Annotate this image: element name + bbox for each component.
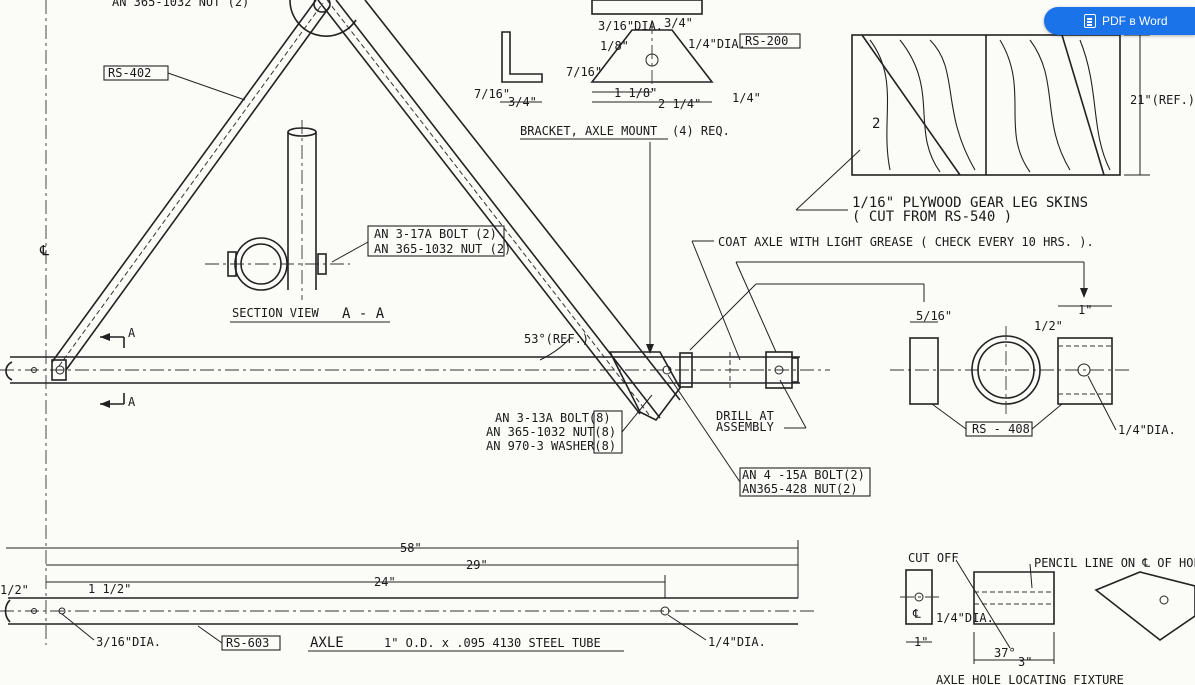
svg-text:3/16"DIA.: 3/16"DIA. [598, 19, 663, 33]
axle-tube-assembly [0, 351, 830, 422]
dim-3-16-axle: 3/16"DIA. [96, 635, 161, 649]
svg-text:AN365-428 NUT(2): AN365-428 NUT(2) [742, 482, 858, 496]
gear-leg-right [317, 0, 681, 419]
axle-hole-fixture: ℄ 1/4"DIA. 1" CUT OFF 37° 3" PENCIL LINE… [900, 551, 1195, 685]
document-icon [1084, 14, 1096, 28]
grease-note: COAT AXLE WITH LIGHT GREASE ( CHECK EVER… [718, 235, 1094, 249]
svg-text:1/4": 1/4" [732, 91, 761, 105]
part-rs408: RS - 408 [972, 422, 1030, 436]
plywood-title-1: 1/16" PLYWOOD GEAR LEG SKINS [852, 195, 1088, 211]
svg-text:AN 970-3 WASHER(8): AN 970-3 WASHER(8) [486, 439, 616, 453]
section-arrow-label-top: A [128, 326, 136, 340]
svg-text:ASSEMBLY: ASSEMBLY [716, 420, 775, 434]
svg-text:CUT OFF: CUT OFF [908, 551, 959, 565]
svg-text:37°: 37° [994, 646, 1016, 660]
bolt-note-an3-13: AN 3-13A BOLT(8) AN 365-1032 NUT(8) AN 9… [486, 394, 653, 454]
svg-text:5/16": 5/16" [916, 309, 952, 323]
bracket-qty: (4) REQ. [672, 124, 730, 138]
axle-word: AXLE [310, 635, 344, 651]
drill-note: DRILL AT ASSEMBLY [716, 379, 807, 434]
svg-text:3/4": 3/4" [664, 16, 693, 30]
svg-text:1/4"DIA.: 1/4"DIA. [1118, 423, 1176, 437]
gear-leg-left [51, 0, 331, 371]
ref-21: 21"(REF.) [1130, 93, 1195, 107]
nut-label-top: AN 365-1032 NUT (2) [112, 0, 249, 9]
svg-text:AN 3-13A BOLT(8): AN 3-13A BOLT(8) [495, 411, 611, 425]
plywood-title-2: ( CUT FROM RS-540 ) [852, 209, 1012, 225]
svg-text:AN 365-1032 NUT(8): AN 365-1032 NUT(8) [486, 425, 616, 439]
svg-text:DRILL AT: DRILL AT [716, 409, 774, 423]
section-view-aa: AN 3-17A BOLT (2) AN 365-1032 NUT (2) SE… [205, 120, 511, 323]
section-arrow-label-bottom: A [128, 395, 136, 409]
pdf-to-word-label: PDF в Word [1102, 14, 1168, 28]
section-arrow-top: A [100, 326, 136, 348]
svg-text:1/2": 1/2" [1034, 319, 1063, 333]
axle-rs603: 58" 29" 24" 1 1/2" 1/2" 3/16"DIA. RS-603… [0, 540, 815, 652]
bolt-note-an4-15: AN 4 -15A BOLT(2) AN365-428 NUT(2) [667, 374, 871, 497]
plywood-gear-leg-skin: 2 21"(REF.) 1/16" PLYWOOD GEAR LEG SKINS… [795, 34, 1195, 225]
section-view-title: SECTION VIEW [232, 306, 319, 320]
svg-text:℄: ℄ [912, 607, 921, 621]
svg-text:1 1/8": 1 1/8" [614, 86, 657, 100]
section-arrow-bottom: A [100, 393, 136, 409]
rs408-spacers: 5/16" 1/2" 1" RS - 408 1/4"DIA. [890, 303, 1176, 437]
dim-1-1-2: 1 1/2" [88, 582, 131, 596]
svg-text:3": 3" [1018, 655, 1032, 669]
svg-text:1": 1" [1078, 303, 1092, 317]
dim-1-4-axle: 1/4"DIA. [708, 635, 766, 649]
svg-text:AN 4 -15A BOLT(2): AN 4 -15A BOLT(2) [742, 468, 865, 482]
fixture-title: AXLE HOLE LOCATING FIXTURE [936, 673, 1124, 685]
pdf-to-word-button[interactable]: PDF в Word [1044, 7, 1195, 35]
part-rs200: RS-200 [745, 34, 788, 48]
svg-text:1": 1" [914, 635, 928, 649]
svg-text:1/4"DIA.: 1/4"DIA. [688, 37, 746, 51]
svg-text:1/8": 1/8" [600, 39, 629, 53]
bolt-aa-1: AN 3-17A BOLT (2) [374, 227, 497, 241]
part-rs603: RS-603 [226, 636, 269, 650]
dim-half-edge: 1/2" [0, 583, 29, 597]
svg-text:7/16": 7/16" [566, 65, 602, 79]
angle-label: 53°(REF.) [524, 332, 589, 346]
svg-text:7/16": 7/16" [474, 87, 510, 101]
bracket-axle-mount: 3/16"DIA. 3/4" 1/8" 1/4"DIA. RS-200 7/16… [474, 0, 801, 354]
section-view-letters: A - A [342, 306, 385, 322]
main-assembly: ℄ [0, 0, 1094, 645]
bracket-title: BRACKET, AXLE MOUNT [520, 124, 657, 138]
grain-mark: 2 [872, 116, 880, 132]
svg-text:2 1/4": 2 1/4" [658, 97, 701, 111]
part-rs402: RS-402 [108, 66, 151, 80]
centerline-mark: ℄ [39, 243, 49, 259]
svg-text:1/4"DIA.: 1/4"DIA. [936, 611, 994, 625]
dim-58: 58" [400, 541, 422, 555]
axle-spec: 1" O.D. x .095 4130 STEEL TUBE [384, 636, 601, 650]
dim-24: 24" [374, 575, 396, 589]
dim-29: 29" [466, 558, 488, 572]
svg-text:PENCIL LINE ON ℄ OF HOLE: PENCIL LINE ON ℄ OF HOLE [1034, 556, 1195, 570]
bolt-aa-2: AN 365-1032 NUT (2) [374, 242, 511, 256]
